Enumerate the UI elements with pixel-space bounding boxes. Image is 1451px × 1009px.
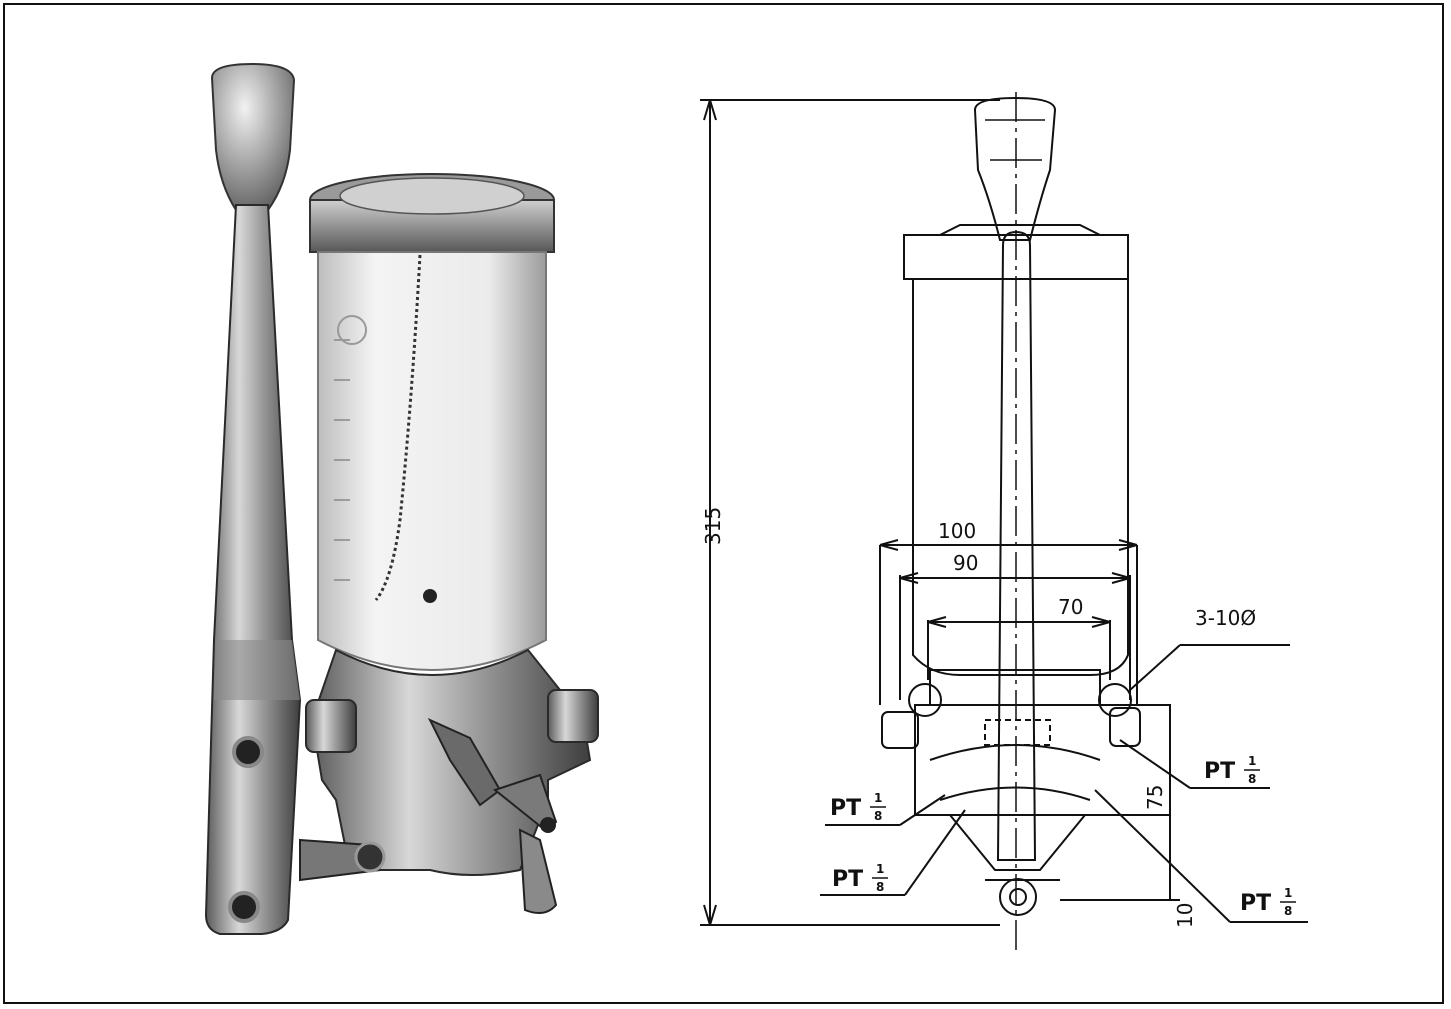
svg-text:1: 1 [876, 862, 884, 876]
shaft-outline [996, 230, 1037, 861]
mount-hole [1098, 683, 1132, 717]
holes-label: 3-10Ø [1195, 606, 1256, 630]
port-label: PT 1 8 [830, 791, 886, 823]
svg-text:1: 1 [1248, 754, 1256, 768]
logo-mark-icon [337, 315, 367, 345]
svg-text:PT: PT [1204, 759, 1235, 784]
svg-text:1: 1 [1284, 886, 1292, 900]
pivot-pin [999, 878, 1037, 916]
handle-arm [204, 204, 302, 935]
reservoir-outline [912, 279, 1129, 676]
svg-text:8: 8 [874, 809, 882, 823]
svg-text:PT: PT [830, 796, 861, 821]
base-block-outline [914, 704, 1171, 816]
svg-text:PT: PT [1240, 891, 1271, 916]
bottom-offset-label: 10 [1173, 903, 1197, 928]
level-chain [374, 254, 422, 601]
base-height-label: 75 [1143, 785, 1167, 810]
outlet-nozzle [427, 717, 502, 807]
port-label: PT 1 8 [1240, 886, 1296, 918]
svg-text:1: 1 [874, 791, 882, 805]
outlet-nozzle [492, 773, 558, 832]
port-label: PT 1 8 [1204, 754, 1260, 786]
lever-foot [518, 828, 558, 915]
pump-photo [204, 62, 599, 935]
width-inner-label: 70 [1058, 595, 1083, 619]
width-mid-label: 90 [953, 551, 978, 575]
mount-hole [908, 683, 942, 717]
svg-text:8: 8 [1248, 772, 1256, 786]
reservoir-cylinder [317, 251, 547, 671]
width-outer-label: 100 [938, 519, 976, 543]
port-fitting [305, 699, 357, 753]
port-label: PT 1 8 [832, 862, 888, 894]
handle-knob [210, 62, 296, 211]
svg-text:PT: PT [832, 867, 863, 892]
svg-text:8: 8 [876, 880, 884, 894]
technical-drawing [700, 92, 1308, 950]
port-fitting [547, 689, 599, 743]
cap-outline [903, 234, 1129, 280]
handle-outline [973, 96, 1057, 241]
pivot-bolt [232, 736, 264, 768]
svg-text:8: 8 [1284, 904, 1292, 918]
pivot-bolt [228, 891, 260, 923]
height-label: 315 [701, 507, 725, 545]
float-ball [423, 589, 437, 603]
